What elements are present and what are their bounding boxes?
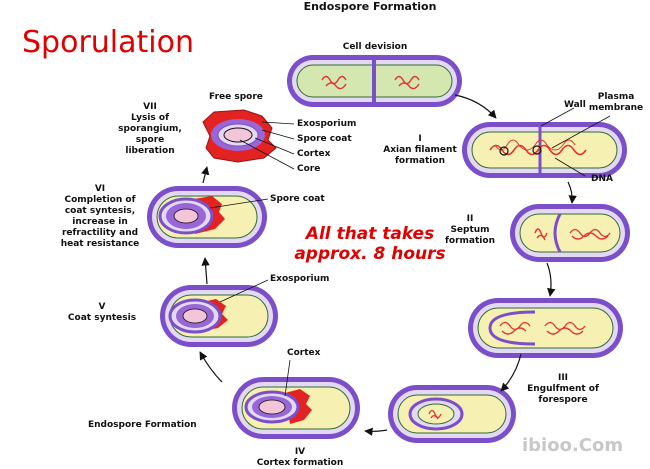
stage-5-label: V Coat syntesis <box>62 302 142 324</box>
stage-5-label-line-1: V <box>98 302 106 312</box>
cell-division-cell <box>287 55 462 107</box>
plasma-membrane-label: Plasma membrane <box>586 92 646 114</box>
stage-3-label-line-2: Engulfment of <box>527 384 599 394</box>
stage-6-label-line-6: heat resistance <box>60 239 140 249</box>
exosporium-label: Exosporium <box>297 119 357 129</box>
stage-1-cell <box>462 122 627 178</box>
wall-label: Wall <box>564 100 586 110</box>
stage-2-cell <box>510 204 630 262</box>
stage-7-label-line-2: Lysis of <box>130 113 170 123</box>
watermark: ibioo.Com <box>522 435 624 456</box>
stage-2-label-line-2: Septum <box>450 225 490 235</box>
stage-4-label-line-1: IV <box>294 447 306 457</box>
stage-6-cell <box>147 186 267 248</box>
stage-7-label: VII Lysis of sporangium, spore liberatio… <box>110 102 190 157</box>
stage-6-label-line-2: Completion of <box>64 195 136 205</box>
stage-1-label: I Axian filament formation <box>378 134 462 167</box>
stage-3-label-line-3: forespore <box>538 395 588 405</box>
stage-5-label-line-2: Coat syntesis <box>67 313 137 323</box>
label-pointers <box>209 107 611 397</box>
stage-2-label: II Septum formation <box>440 214 500 247</box>
duration-note-line-2: approx. 8 hours <box>294 244 446 264</box>
engulfed-forespore-cell <box>388 385 516 443</box>
stage-1-label-line-2: Axian filament <box>383 145 457 155</box>
stage-7-label-line-3: sporangium, <box>118 124 182 134</box>
cortex-label: Cortex <box>297 149 331 159</box>
cycle-arrows <box>199 94 577 436</box>
spore-coat-label: Spore coat <box>297 134 352 144</box>
stage-7-label-line-4: spore <box>135 135 165 145</box>
duration-note: All that takes approx. 8 hours <box>290 224 450 264</box>
stage-3-label: III Engulfment of forespore <box>520 373 606 406</box>
exosporium-label-v: Exosporium <box>270 274 330 284</box>
cell-division-label: Cell devision <box>342 42 408 52</box>
stage-7-label-line-5: liberation <box>125 146 175 156</box>
page-heading: Sporulation <box>22 25 194 60</box>
stage-3-cell <box>468 298 623 358</box>
stage-5-cell <box>160 285 278 347</box>
plasma-membrane-label-line-2: membrane <box>588 103 644 113</box>
stage-6-label: VI Completion of coat syntesis, increase… <box>52 184 148 250</box>
stage-6-label-line-4: increase in <box>72 217 128 227</box>
plasma-membrane-label-line-1: Plasma <box>597 92 635 102</box>
free-spore <box>202 109 277 163</box>
stage-6-label-line-5: refractility and <box>61 228 139 238</box>
stage-4-label: IV Cortex formation <box>245 447 355 469</box>
stage-7-label-line-1: VII <box>143 102 157 112</box>
dna-label: DNA <box>591 174 613 184</box>
stage-2-label-line-3: formation <box>445 236 495 246</box>
duration-note-line-1: All that takes <box>305 224 435 244</box>
free-spore-label: Free spore <box>209 92 263 102</box>
stage-6-label-line-1: VI <box>94 184 106 194</box>
stage-2-label-line-1: II <box>466 214 474 224</box>
spore-coat-label-vi: Spore coat <box>270 194 325 204</box>
cortex-label-iv: Cortex <box>287 348 321 358</box>
bottom-label: Endospore Formation <box>88 420 197 430</box>
diagram-title: Endospore Formation <box>303 0 437 13</box>
stage-4-cell <box>232 377 360 439</box>
stage-1-label-line-1: I <box>418 134 422 144</box>
stage-1-label-line-3: formation <box>395 156 445 166</box>
stage-6-label-line-3: coat syntesis, <box>64 206 136 216</box>
stage-4-label-line-2: Cortex formation <box>256 458 344 468</box>
core-label: Core <box>297 164 321 174</box>
stage-3-label-line-1: III <box>557 373 569 383</box>
